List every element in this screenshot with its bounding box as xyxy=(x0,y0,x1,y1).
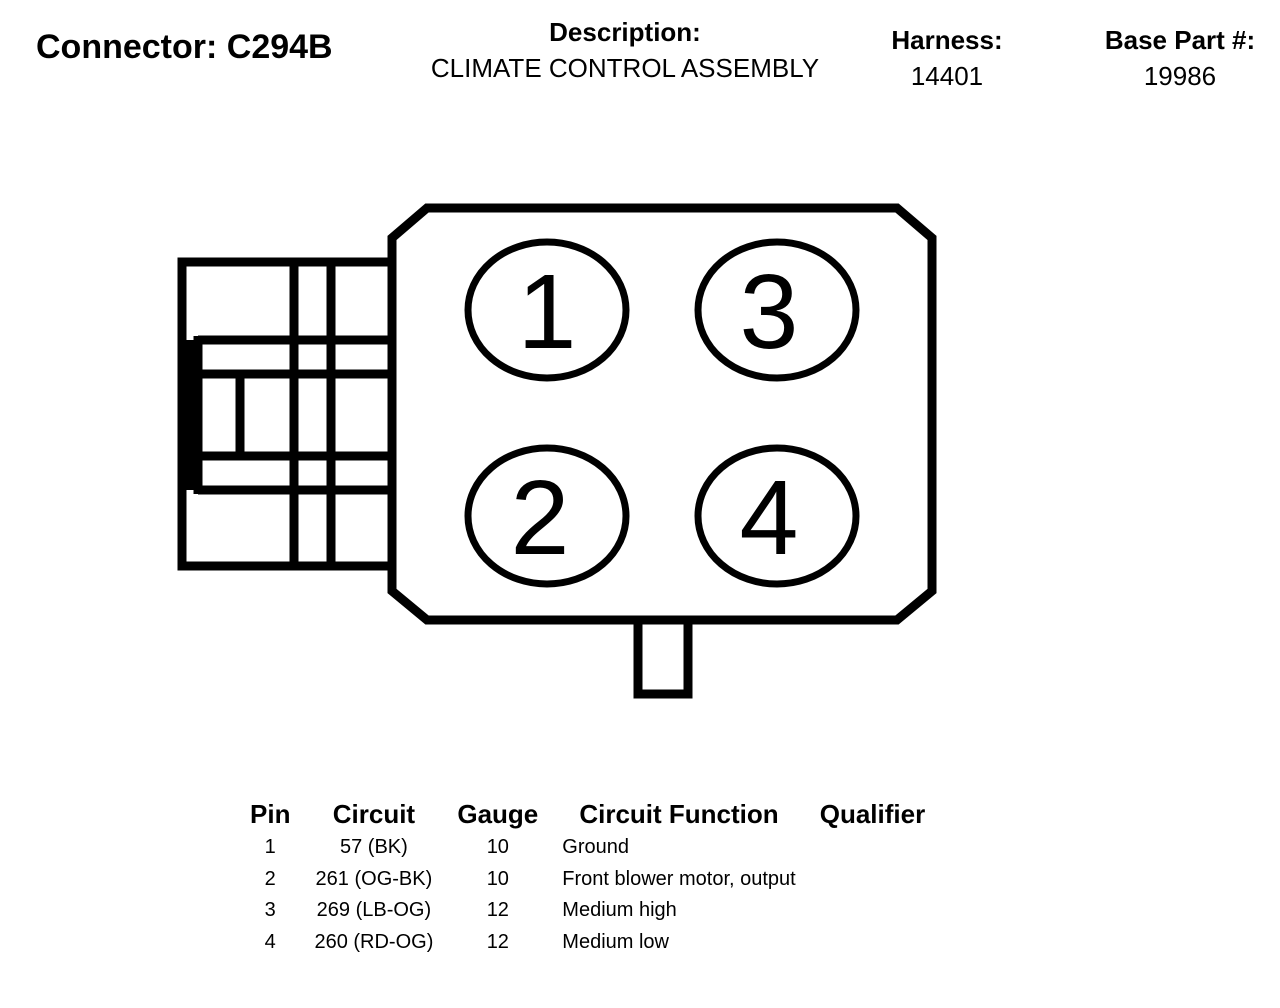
cell-function: Ground xyxy=(562,836,629,859)
base-part-block: Base Part #: 19986 xyxy=(1090,24,1270,96)
connector-housing xyxy=(387,203,937,625)
base-part-label: Base Part #: xyxy=(1104,25,1256,55)
cell-gauge: 12 xyxy=(486,899,509,922)
cell-qualifier xyxy=(808,927,937,959)
description-label: Description: xyxy=(549,17,701,47)
cell-pin: 2 xyxy=(264,867,276,890)
table-row: 3 269 (LB-OG) 12 Medium high xyxy=(238,895,937,927)
cell-gauge: 10 xyxy=(486,867,509,890)
header-gauge: Gauge xyxy=(457,798,539,829)
cell-pin: 3 xyxy=(264,899,276,922)
connector-key xyxy=(633,615,693,699)
connector-diagram: 1 2 3 4 xyxy=(177,203,937,699)
latch-tab xyxy=(180,340,194,490)
cell-qualifier xyxy=(808,895,937,927)
cell-circuit: 261 (OG-BK) xyxy=(315,867,433,890)
harness-block: Harness: 14401 xyxy=(872,24,1022,96)
pin-cavity-4: 4 xyxy=(694,444,860,588)
cell-function: Front blower motor, output xyxy=(562,867,796,890)
pin-label-3: 3 xyxy=(740,253,799,371)
cell-gauge: 12 xyxy=(486,930,509,953)
base-part-value: 19986 xyxy=(1143,61,1217,91)
pin-cavity-3: 3 xyxy=(694,238,860,382)
header-qualifier: Qualifier xyxy=(819,798,926,829)
cell-pin: 1 xyxy=(264,836,276,859)
pin-label-4: 4 xyxy=(740,459,799,577)
harness-label: Harness: xyxy=(891,25,1003,55)
header-circuit-function: Circuit Function xyxy=(579,798,779,829)
description-value: CLIMATE CONTROL ASSEMBLY xyxy=(430,53,820,83)
table-row: 2 261 (OG-BK) 10 Front blower motor, out… xyxy=(238,864,937,896)
cell-circuit: 269 (LB-OG) xyxy=(316,899,432,922)
pin-cavity-2: 2 xyxy=(464,444,630,588)
connector-title: Connector: C294B xyxy=(36,28,333,66)
cell-function: Medium high xyxy=(562,899,677,922)
table-row: 1 57 (BK) 10 Ground xyxy=(238,832,937,864)
header-circuit: Circuit xyxy=(332,798,416,829)
cell-circuit: 260 (RD-OG) xyxy=(314,930,434,953)
description-block: Description: CLIMATE CONTROL ASSEMBLY xyxy=(405,16,845,88)
cell-qualifier xyxy=(808,832,937,864)
cell-pin: 4 xyxy=(264,930,276,953)
pin-cavity-1: 1 xyxy=(464,238,630,382)
table-row: 4 260 (RD-OG) 12 Medium low xyxy=(238,927,937,959)
table-header-row: Pin Circuit Gauge Circuit Function Quali… xyxy=(238,796,937,832)
pin-table: Pin Circuit Gauge Circuit Function Quali… xyxy=(238,796,937,958)
connector-latch xyxy=(177,257,392,571)
harness-value: 14401 xyxy=(910,61,984,91)
cell-qualifier xyxy=(808,864,937,896)
cell-circuit: 57 (BK) xyxy=(340,836,408,859)
pin-label-1: 1 xyxy=(518,253,577,371)
cell-function: Medium low xyxy=(562,930,669,953)
cell-gauge: 10 xyxy=(486,836,509,859)
header-pin: Pin xyxy=(250,798,291,829)
pin-label-2: 2 xyxy=(511,459,570,577)
